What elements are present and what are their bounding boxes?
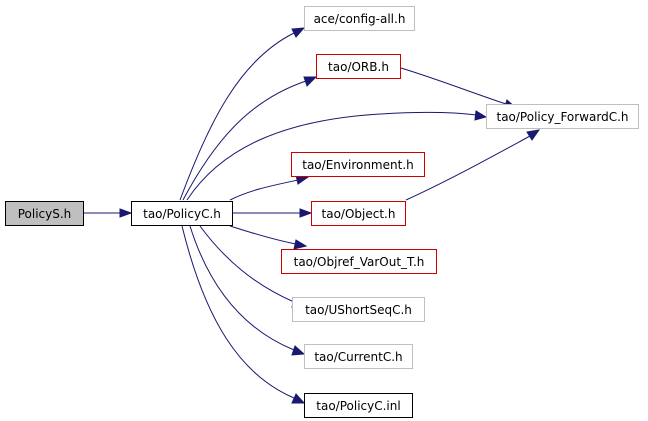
node-tao-objref-varout-t-h[interactable]: tao/Objref_VarOut_T.h [281,249,437,274]
node-tao-ushortseqc-h[interactable]: tao/UShortSeqC.h [292,297,425,322]
edge-policyc-to-currentc [189,225,295,351]
arrowhead [291,345,306,356]
arrowhead [299,208,313,218]
node-tao-environment-h[interactable]: tao/Environment.h [291,152,425,177]
node-policys-h[interactable]: PolicyS.h [5,201,84,226]
arrowhead [526,129,541,141]
arrowhead [474,110,488,121]
node-tao-policyc-h[interactable]: tao/PolicyC.h [131,201,233,226]
edge-policyc-to-policyc-inl [181,225,295,399]
arrowhead [291,27,306,38]
arrowhead [293,239,308,250]
node-tao-policyc-inl[interactable]: tao/PolicyC.inl [304,393,413,418]
edge-policyc-to-environment [229,179,299,201]
edge-policyc-to-policy-forwardc [186,111,477,201]
node-tao-currentc-h[interactable]: tao/CurrentC.h [304,344,413,369]
node-tao-policy-forwardc-h[interactable]: tao/Policy_ForwardC.h [486,104,639,129]
arrowhead [291,393,306,404]
node-tao-object-h[interactable]: tao/Object.h [311,201,406,226]
edge-orb-to-policy-forwardc [400,67,507,105]
arrowhead [303,76,318,87]
node-tao-orb-h[interactable]: tao/ORB.h [316,54,401,79]
node-ace-config-all-h[interactable]: ace/config-all.h [304,6,415,31]
edge-object-to-policy-forwardc [405,135,531,201]
arrowhead [119,208,133,218]
edge-policyc-to-objref-varout [229,225,297,245]
edge-policyc-to-config-all [179,32,295,201]
edge-policyc-to-ushortseqc [199,225,295,303]
edge-policyc-to-orb [182,80,307,201]
